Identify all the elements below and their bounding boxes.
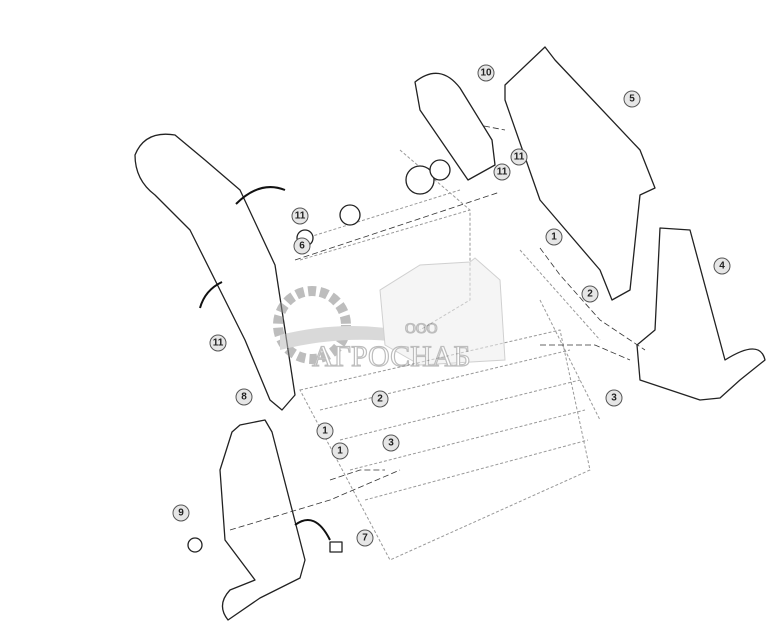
callout-label: 9 bbox=[178, 508, 184, 519]
callout-circle bbox=[623, 90, 641, 108]
callout-3b: 3 bbox=[382, 434, 400, 452]
callout-label: 4 bbox=[719, 261, 725, 272]
callout-label: 2 bbox=[587, 289, 593, 300]
callout-6: 6 bbox=[293, 237, 311, 255]
callout-label: 3 bbox=[388, 438, 394, 449]
callout-circle bbox=[172, 504, 190, 522]
callout-9: 9 bbox=[172, 504, 190, 522]
arrow-icon bbox=[294, 519, 331, 541]
part-4-cover bbox=[636, 227, 766, 401]
callout-circle bbox=[235, 388, 253, 406]
callout-circle bbox=[493, 163, 511, 181]
callout-circle bbox=[510, 148, 528, 166]
callout-circle bbox=[209, 334, 227, 352]
callout-circle bbox=[356, 529, 374, 547]
callout-circle bbox=[331, 442, 349, 460]
agrosnab-watermark-logo: ООО АГРОСНАБ bbox=[273, 257, 506, 374]
callout-10: 10 bbox=[477, 64, 495, 82]
arrow-icon bbox=[199, 281, 223, 309]
callout-circle bbox=[316, 422, 334, 440]
callout-4: 4 bbox=[713, 257, 731, 275]
part-8-cover bbox=[219, 419, 306, 621]
callout-circle bbox=[581, 285, 599, 303]
callout-7: 7 bbox=[356, 529, 374, 547]
callout-11c: 11 bbox=[291, 207, 309, 225]
callout-circle bbox=[382, 434, 400, 452]
callout-2b: 2 bbox=[371, 390, 389, 408]
callout-label: 11 bbox=[213, 338, 224, 349]
watermark-name: АГРОСНАБ bbox=[312, 340, 471, 373]
watermark-prefix: ООО bbox=[405, 321, 438, 337]
callout-1a: 1 bbox=[545, 228, 563, 246]
callout-label: 1 bbox=[551, 232, 557, 243]
callout-circle bbox=[291, 207, 309, 225]
callout-label: 7 bbox=[362, 533, 368, 544]
callout-label: 6 bbox=[299, 241, 305, 252]
callout-11d: 11 bbox=[209, 334, 227, 352]
callout-11a: 11 bbox=[510, 148, 528, 166]
callouts: 10 5 11 11 11 6 1 4 2 11 3 2 8 1 3 1 9 7 bbox=[172, 64, 731, 547]
callout-3a: 3 bbox=[605, 389, 623, 407]
callout-circle bbox=[293, 237, 311, 255]
arrow-icon bbox=[235, 186, 286, 205]
callout-circle bbox=[605, 389, 623, 407]
part-5-cover bbox=[504, 46, 656, 301]
callout-label: 11 bbox=[497, 167, 508, 178]
callout-label: 2 bbox=[377, 394, 383, 405]
callout-label: 8 bbox=[241, 392, 247, 403]
callout-label: 10 bbox=[480, 68, 492, 79]
callout-label: 1 bbox=[337, 446, 343, 457]
callout-11b: 11 bbox=[493, 163, 511, 181]
part-10-shield bbox=[414, 72, 496, 181]
sprocket-gears bbox=[296, 159, 451, 247]
callout-1c: 1 bbox=[331, 442, 349, 460]
callout-2a: 2 bbox=[581, 285, 599, 303]
callout-1b: 1 bbox=[316, 422, 334, 440]
callout-5: 5 bbox=[623, 90, 641, 108]
callout-circle bbox=[371, 390, 389, 408]
callout-label: 5 bbox=[629, 94, 635, 105]
part-9-ring bbox=[187, 537, 203, 553]
left-long-cover bbox=[134, 133, 296, 411]
callout-circle bbox=[713, 257, 731, 275]
callout-label: 11 bbox=[295, 211, 306, 222]
callout-circle bbox=[545, 228, 563, 246]
callout-8: 8 bbox=[235, 388, 253, 406]
part-7-plug bbox=[329, 541, 343, 553]
callout-label: 11 bbox=[514, 152, 525, 163]
callout-circle bbox=[477, 64, 495, 82]
callout-label: 1 bbox=[322, 426, 328, 437]
leader-lines bbox=[229, 125, 646, 531]
callout-label: 3 bbox=[611, 393, 617, 404]
